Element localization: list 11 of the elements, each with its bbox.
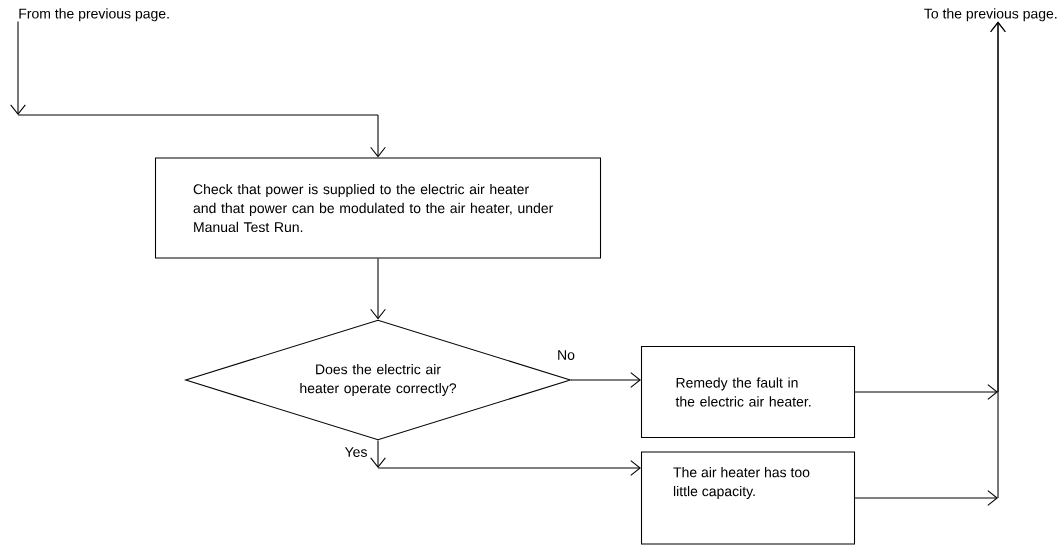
arrow — [370, 440, 641, 476]
process-box: Check that power is supplied to the electric air heater and that power can be modulated to the air heater, under Manual Test Run. — [154, 157, 602, 259]
arrow — [854, 21, 1006, 506]
arrow — [10, 21, 386, 158]
arrow — [570, 372, 641, 388]
text-label: To the previous page. — [924, 8, 1057, 22]
arrow — [370, 258, 386, 320]
text-label: From the previous page. — [19, 8, 169, 22]
edge-label: Yes — [343, 445, 369, 459]
process-box: Remedy the fault in the electric air heater. — [640, 345, 856, 439]
process-box: The air heater has too little capacity. — [640, 451, 856, 545]
